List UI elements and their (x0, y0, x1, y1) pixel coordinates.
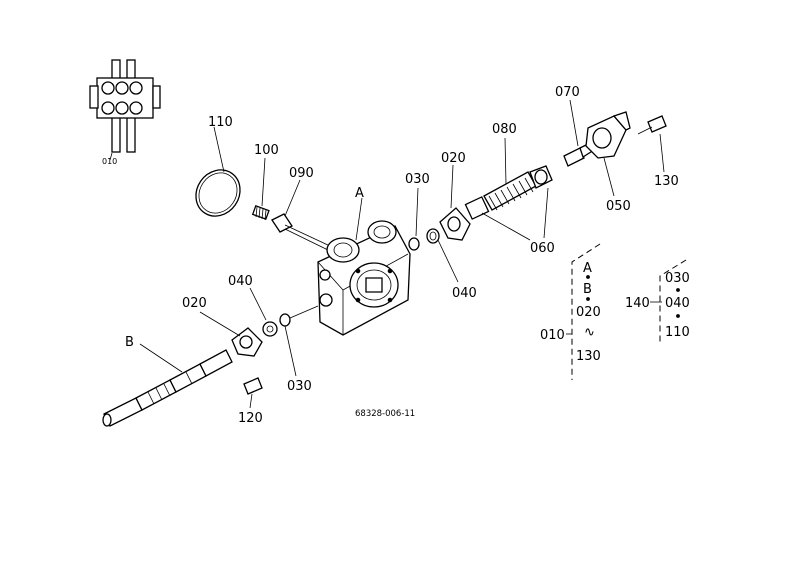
assembly-010-parent: 010 (540, 328, 565, 343)
assembly-010-item-130: 130 (576, 349, 601, 364)
washer-030-left (279, 305, 319, 327)
label-010-thumbnail: 010 (102, 157, 117, 166)
seal-040-left (262, 321, 278, 337)
assembly-010-range-mark: ∿ (584, 325, 595, 340)
screw-130 (637, 115, 667, 135)
label-130: 130 (654, 174, 679, 189)
cover-050 (585, 111, 631, 159)
cap-060 (529, 165, 553, 189)
label-040-right: 040 (452, 286, 477, 301)
label-100: 100 (254, 143, 279, 158)
seal-040-right (426, 228, 440, 244)
label-040-left: 040 (228, 274, 253, 289)
label-080: 080 (492, 122, 517, 137)
label-060: 060 (530, 241, 555, 256)
screw-120 (243, 377, 263, 395)
label-110: 110 (208, 115, 233, 130)
spool-b (102, 349, 233, 427)
plate-020-left (231, 327, 263, 357)
valve-body-a (317, 220, 411, 336)
assembly-010-item-a: A (583, 261, 592, 276)
label-020-left: 020 (182, 296, 207, 311)
label-030-top: 030 (405, 172, 430, 187)
plug-090 (271, 213, 331, 251)
label-b: B (125, 335, 134, 350)
label-090: 090 (289, 166, 314, 181)
assembly-140-item-040: 040 (665, 296, 690, 311)
assembly-140-item-030: 030 (665, 271, 690, 286)
label-020-top: 020 (441, 151, 466, 166)
assembly-140-item-110: 110 (665, 325, 690, 340)
assembly-010-group: 010 A B 020 ∿ 130 (540, 243, 601, 380)
label-070: 070 (555, 85, 580, 100)
assembly-010-item-b: B (583, 282, 592, 297)
plate-020-right (439, 207, 471, 241)
label-050: 050 (606, 199, 631, 214)
o-ring-110 (195, 169, 241, 217)
spring-080 (464, 171, 537, 220)
assembly-140-parent: 140 (625, 296, 650, 311)
figure-code: 68328-006-11 (355, 409, 415, 419)
washer-030-right (408, 237, 420, 251)
assembly-140-group: 140 030 040 110 (625, 259, 690, 344)
label-a: A (355, 186, 364, 201)
assembly-010-item-020: 020 (576, 305, 601, 320)
label-030-bottom: 030 (287, 379, 312, 394)
spring-100 (251, 205, 270, 221)
valve-stack-thumbnail (89, 59, 161, 161)
label-120: 120 (238, 411, 263, 426)
